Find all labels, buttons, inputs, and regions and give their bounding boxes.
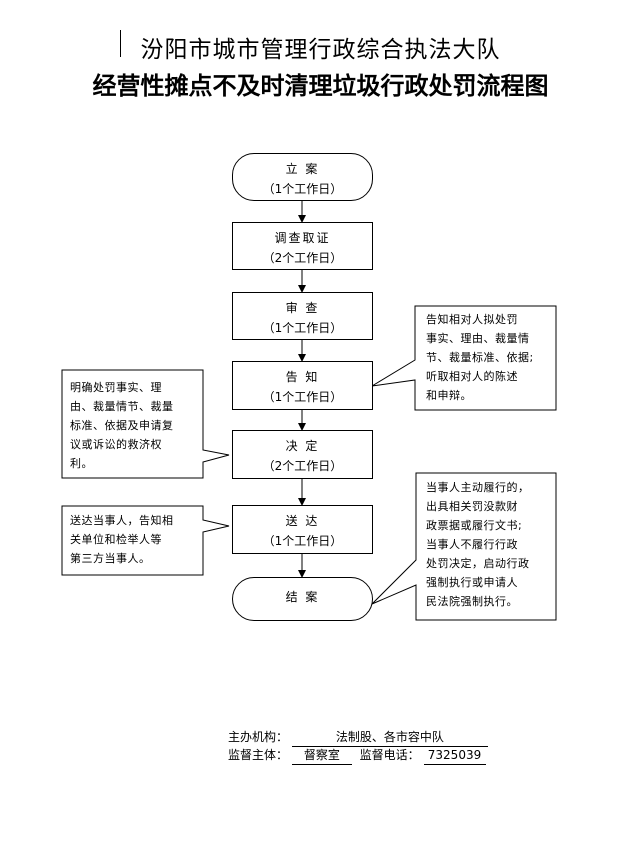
closure-note-line: 当事人主动履行的，	[426, 481, 530, 494]
stage-investigation: 调查取证 （2个工作日）	[232, 222, 373, 270]
inform-note-line: 听取相对人的陈述	[426, 370, 518, 383]
stage-review-days: （1个工作日）	[262, 321, 343, 335]
stage-decision-days: （2个工作日）	[262, 459, 343, 473]
inform-note-line: 事实、理由、裁量情	[426, 332, 530, 345]
delivery-note-line: 关单位和检举人等	[70, 533, 162, 546]
closure-note-line: 政票据或履行文书;	[426, 519, 523, 532]
delivery-note-line: 第三方当事人。	[70, 552, 151, 565]
closure-note-line: 处罚决定，启动行政	[426, 557, 530, 570]
organization-title: 汾阳市城市管理行政综合执法大队	[140, 37, 501, 63]
stage-inform-label: 告 知	[285, 370, 320, 384]
delivery-note-callout	[61, 505, 230, 576]
inform-note-line: 告知相对人拟处罚	[426, 313, 518, 326]
decision-note-line: 议或诉讼的救济权	[70, 438, 162, 451]
decision-note-line: 标准、依据及申请复	[70, 419, 174, 432]
closure-note-line: 出具相关罚没款财	[426, 500, 518, 513]
stage-delivery-label: 送 达	[285, 514, 320, 528]
footer-supervision: 监督主体： 督察室 监督电话： 7325039	[228, 746, 486, 765]
inform-note-line: 节、裁量标准、依据;	[426, 351, 534, 364]
stage-file-case: 立 案 （1个工作日）	[232, 153, 373, 201]
closure-note-line: 当事人不履行行政	[426, 538, 518, 551]
stage-review-label: 审 查	[285, 301, 320, 315]
supervisor-value: 督察室	[291, 746, 352, 765]
inform-note: 告知相对人拟处罚 事实、理由、裁量情 节、裁量标准、依据; 听取相对人的陈述 和…	[426, 310, 554, 405]
inform-note-line: 和申辩。	[426, 389, 472, 402]
delivery-note: 送达当事人，告知相 关单位和检举人等 第三方当事人。	[70, 511, 200, 568]
stage-inform-days: （1个工作日）	[262, 390, 343, 404]
stage-file-case-label: 立 案	[285, 162, 320, 176]
decision-note-line: 由、裁量情节、裁量	[70, 400, 174, 413]
phone-label: 监督电话：	[359, 748, 420, 762]
host-label: 主办机构：	[228, 730, 289, 744]
closure-note-line: 民法院强制执行。	[426, 595, 518, 608]
delivery-note-line: 送达当事人，告知相	[70, 514, 174, 527]
stage-delivery: 送 达 （1个工作日）	[232, 505, 373, 554]
stage-review: 审 查 （1个工作日）	[232, 292, 373, 340]
inform-note-callout	[371, 305, 557, 411]
closure-note-line: 强制执行或申请人	[426, 576, 518, 589]
stage-investigation-days: （2个工作日）	[262, 251, 343, 265]
host-value: 法制股、各市容中队	[291, 728, 488, 747]
flowchart-title: 经营性摊点不及时清理垃圾行政处罚流程图	[92, 71, 549, 100]
stage-investigation-label: 调查取证	[274, 231, 331, 245]
text-cursor	[120, 30, 121, 57]
stage-file-case-days: （1个工作日）	[262, 182, 343, 196]
stage-decision: 决 定 （2个工作日）	[232, 430, 373, 479]
stage-close-case-label: 结 案	[285, 590, 320, 604]
supervisor-label: 监督主体：	[228, 748, 289, 762]
decision-note-callout	[61, 369, 230, 479]
closure-note-callout	[371, 472, 557, 621]
phone-value: 7325039	[423, 746, 486, 765]
stage-delivery-days: （1个工作日）	[262, 534, 343, 548]
stage-inform: 告 知 （1个工作日）	[232, 361, 373, 410]
footer-host: 主办机构： 法制股、各市容中队	[228, 728, 488, 747]
stage-decision-label: 决 定	[285, 439, 320, 453]
decision-note: 明确处罚事实、理 由、裁量情节、裁量 标准、依据及申请复 议或诉讼的救济权 利。	[70, 378, 200, 473]
decision-note-line: 明确处罚事实、理	[70, 381, 162, 394]
stage-close-case: 结 案	[232, 577, 373, 621]
decision-note-line: 利。	[70, 457, 93, 470]
closure-note: 当事人主动履行的， 出具相关罚没款财 政票据或履行文书; 当事人不履行行政 处罚…	[426, 478, 554, 611]
